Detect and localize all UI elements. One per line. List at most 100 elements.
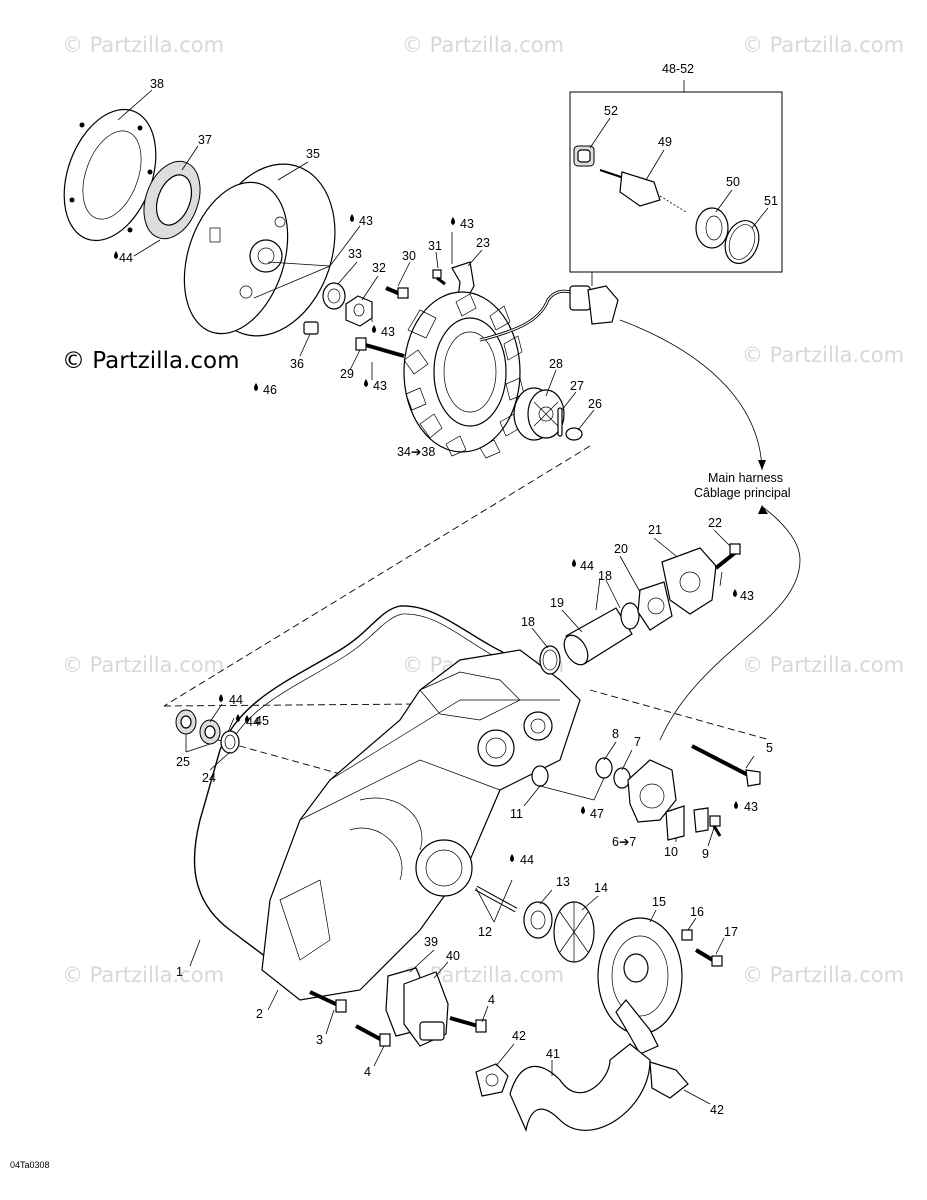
harness-label-fr: Câblage principal <box>694 486 791 500</box>
callout-43: 43 <box>744 800 758 814</box>
watermark: © Partzilla.com <box>402 33 564 57</box>
callout-1: 1 <box>176 965 183 979</box>
harness-route-upper <box>619 319 763 471</box>
callout-18: 18 <box>521 615 535 629</box>
callout-45: 45 <box>255 714 269 728</box>
callout-32: 32 <box>372 261 386 275</box>
oil-drop-icon <box>372 325 376 333</box>
callout-3: 3 <box>316 1033 323 1047</box>
seal-25 <box>175 709 197 735</box>
callout-12: 12 <box>478 925 492 939</box>
kit-box-48-52 <box>569 80 783 286</box>
main-watermark: © Partzilla.com <box>62 348 240 374</box>
harness-route-lower <box>659 507 801 741</box>
harness-label-en: Main harness <box>708 471 783 485</box>
bolt-29 <box>355 337 405 358</box>
thermostat-housing-40 <box>403 971 449 1047</box>
oil-drop-icon <box>364 379 368 387</box>
watermark: © Partzilla.com <box>62 963 224 987</box>
callout-44: 44 <box>229 693 243 707</box>
stator-34 <box>403 291 525 459</box>
seal-13 <box>523 901 553 939</box>
oil-drop-icon <box>350 214 354 222</box>
callout-36: 36 <box>290 357 304 371</box>
callout-38: 38 <box>150 77 164 91</box>
callout-43: 43 <box>740 589 754 603</box>
oil-drop-icon <box>510 854 514 862</box>
callout-10: 10 <box>664 845 678 859</box>
callout-17: 17 <box>724 925 738 939</box>
bolt-22 <box>714 543 741 570</box>
callout-14: 14 <box>594 881 608 895</box>
bolt-3 <box>309 990 347 1013</box>
oil-drop-icon <box>734 801 738 809</box>
plug-36 <box>303 321 319 335</box>
pump-housing-6 <box>627 759 677 823</box>
oil-drop-icon <box>572 559 576 567</box>
plug-26 <box>565 427 583 441</box>
seal-44 <box>199 719 221 745</box>
oil-drop-icon <box>114 251 118 259</box>
oil-drop-icon <box>733 589 737 597</box>
ring-24 <box>220 730 240 754</box>
washer-8 <box>595 757 613 779</box>
callout-16: 16 <box>690 905 704 919</box>
washer-11 <box>531 765 549 787</box>
hose-41 <box>509 1043 651 1132</box>
oil-drop-icon <box>236 714 240 722</box>
crankcase-cover-2 <box>261 649 581 1001</box>
callout-46: 46 <box>263 383 277 397</box>
callout-44: 44 <box>580 559 594 573</box>
pipe-19 <box>563 607 633 666</box>
assembly-guide-lines <box>163 445 771 797</box>
bolt-9 <box>709 815 722 837</box>
bolt-4a <box>355 1024 391 1047</box>
callout-37: 37 <box>198 133 212 147</box>
kit-label: 48-52 <box>662 62 694 76</box>
oil-drop-icon <box>254 383 258 391</box>
callout-44: 44 <box>520 853 534 867</box>
callout-9: 9 <box>702 847 709 861</box>
callout-40: 40 <box>446 949 460 963</box>
watermark: © Partzilla.com <box>742 33 904 57</box>
o-ring-7 <box>613 767 631 789</box>
callout-5: 5 <box>766 741 773 755</box>
oil-drop-icon <box>219 694 223 702</box>
stator-wire-harness <box>479 285 619 342</box>
sensor-49 <box>599 169 687 213</box>
watermark: © Partzilla.com <box>742 963 904 987</box>
nut-50 <box>695 207 729 249</box>
clamp-10 <box>665 805 709 841</box>
flywheel-35 <box>183 163 336 337</box>
callout-23: 23 <box>476 236 490 250</box>
callout-49: 49 <box>658 135 672 149</box>
callout-11: 11 <box>510 807 523 821</box>
callout-35: 35 <box>306 147 320 161</box>
pin-27 <box>557 407 563 437</box>
o-ring-51 <box>724 220 760 264</box>
bolt-31 <box>432 269 446 286</box>
callout-24: 24 <box>202 771 216 785</box>
callout-47: 47 <box>590 807 604 821</box>
callout-8: 8 <box>612 727 619 741</box>
o-ring-18a <box>539 645 561 675</box>
trigger-wheel-28 <box>513 387 565 441</box>
oil-drop-icon <box>451 217 455 225</box>
callout-41: 41 <box>546 1047 560 1061</box>
oil-drop-icon <box>245 715 249 723</box>
watermark: © Partzilla.com <box>742 343 904 367</box>
arrow-icon <box>758 460 766 470</box>
bolt-30 <box>385 286 409 299</box>
watermark: © Partzilla.com <box>742 653 904 677</box>
callout-44: 44 <box>246 715 260 729</box>
callout-28: 28 <box>549 357 563 371</box>
callout-43: 43 <box>460 217 474 231</box>
callout-13: 13 <box>556 875 570 889</box>
bolt-16 <box>681 929 693 941</box>
oil-drop-icons <box>114 214 738 862</box>
callout-15: 15 <box>652 895 666 909</box>
pump-set-label: 6➔7 <box>612 835 636 849</box>
bolt-5 <box>691 744 761 787</box>
callout-20: 20 <box>614 542 628 556</box>
